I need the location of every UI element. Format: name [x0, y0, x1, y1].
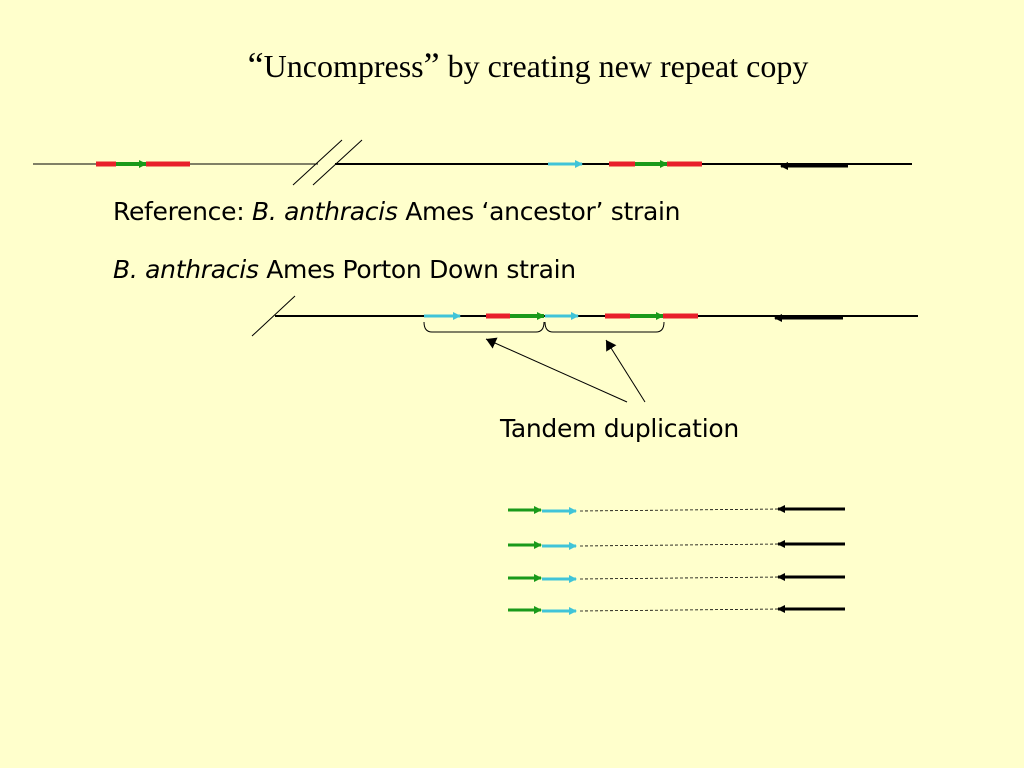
duplication-brace-left [423, 321, 545, 333]
porton-label-suffix: Ames Porton Down strain [258, 255, 576, 284]
duplication-brace-right [544, 321, 665, 333]
porton-label: B. anthracis Ames Porton Down strain [113, 255, 576, 284]
tandem-pointer-right [605, 339, 646, 403]
reference-genome [33, 139, 912, 186]
read-2-mate-link [579, 543, 780, 547]
read-4-mate-link [579, 608, 780, 612]
read-1-mate-link [579, 508, 780, 512]
slide-title: “Uncompress” by creating new repeat copy [0, 44, 1024, 86]
title-word: Uncompress [263, 48, 424, 84]
reference-break-mark-2 [312, 139, 363, 186]
title-close-quote: ” [423, 45, 440, 85]
reference-label-prefix: Reference: [113, 197, 252, 226]
porton-genome [251, 295, 918, 403]
title-open-quote: “ [247, 45, 264, 85]
read-pairs [508, 505, 845, 615]
read-3-mate-link [579, 576, 780, 580]
porton-break-mark [251, 295, 296, 337]
tandem-pointer-left [485, 337, 628, 403]
porton-label-species: B. anthracis [113, 255, 259, 284]
reference-label-suffix: Ames ‘ancestor’ strain [397, 197, 681, 226]
tandem-duplication-label: Tandem duplication [500, 414, 739, 443]
reference-break-mark-1 [292, 139, 343, 186]
title-rest: by creating new repeat copy [439, 48, 809, 84]
reference-label: Reference: B. anthracis Ames ‘ancestor’ … [113, 197, 680, 226]
reference-label-species: B. anthracis [251, 197, 398, 226]
